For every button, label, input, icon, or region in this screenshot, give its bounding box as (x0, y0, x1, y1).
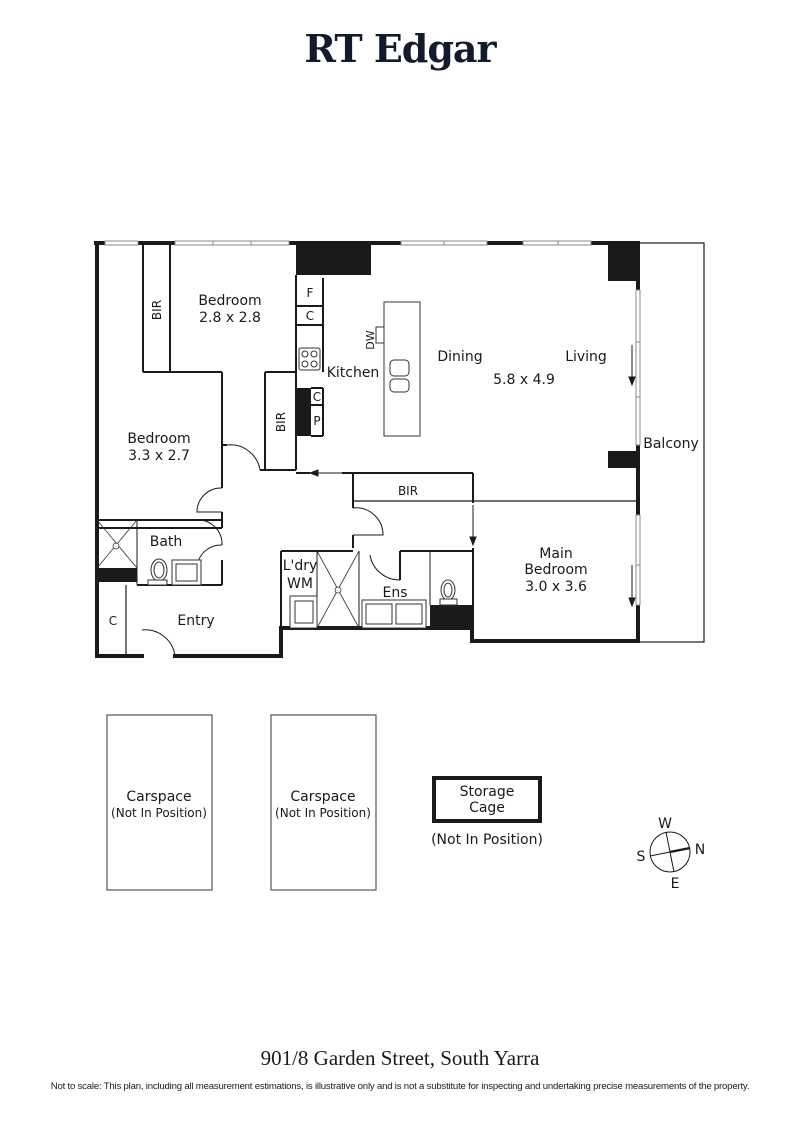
vanity-ensuite (361, 599, 427, 629)
cooktop-icon (298, 347, 321, 371)
label-pantry: P (313, 414, 320, 428)
interior-walls (97, 245, 638, 656)
size-bedroom-2: 2.8 x 2.8 (199, 310, 261, 326)
label-main-bedroom-line2: Bedroom (524, 562, 587, 578)
storage-note: (Not In Position) (431, 832, 543, 848)
label-main-bedroom-line1: Main (539, 546, 572, 562)
toilet-icon (147, 558, 168, 586)
label-balcony: Balcony (643, 436, 699, 452)
size-bedroom-3: 3.3 x 2.7 (128, 448, 190, 464)
compass-icon: W N E S (637, 816, 706, 892)
label-ensuite: Ens (382, 585, 407, 601)
washing-machine-icon (289, 595, 318, 629)
label-living: Living (565, 349, 607, 365)
compass-east: E (671, 876, 680, 892)
toilet-ensuite-icon (439, 579, 458, 606)
compass-north: N (695, 842, 705, 858)
fixture-labels: BIR BIR BIR F C C P DW C (109, 286, 418, 628)
vanity-bath (171, 559, 202, 586)
carspace-1-label: Carspace (126, 789, 191, 805)
storage-label-line1: Storage (460, 784, 515, 800)
sliding-arrows (308, 345, 636, 608)
label-dining: Dining (437, 349, 482, 365)
label-dishwasher: DW (364, 330, 377, 349)
size-living-dining: 5.8 x 4.9 (493, 372, 555, 388)
label-bedroom-2: Bedroom (198, 293, 261, 309)
room-labels: Bedroom 2.8 x 2.8 Bedroom 3.3 x 2.7 Kitc… (127, 293, 698, 629)
compass-south: S (637, 849, 646, 865)
label-cupboard-bottom: C (313, 390, 321, 404)
label-laundry: L'dry (283, 558, 318, 574)
label-bir-bedroom-3: BIR (274, 412, 288, 432)
carspace-2: Carspace (Not In Position) (270, 714, 377, 891)
carspace-1-note: (Not In Position) (111, 806, 207, 820)
property-address: 901/8 Garden Street, South Yarra (260, 1046, 540, 1070)
storage-cage: Storage Cage (Not In Position) (431, 776, 543, 848)
carspace-2-label: Carspace (290, 789, 355, 805)
label-entry-cupboard: C (109, 614, 117, 628)
windows (104, 240, 641, 606)
label-entry: Entry (177, 613, 214, 629)
shower-bath (96, 519, 138, 569)
label-bath: Bath (150, 534, 183, 550)
label-kitchen: Kitchen (327, 365, 380, 381)
label-cupboard-top: C (306, 309, 314, 323)
disclaimer-text: Not to scale: This plan, including all m… (50, 1081, 750, 1092)
carspace-2-note: (Not In Position) (275, 806, 371, 820)
door-swings (141, 444, 401, 657)
brand-logo: RT Edgar (304, 26, 496, 71)
carspace-1: Carspace (Not In Position) (106, 714, 213, 891)
shower-ensuite (316, 550, 360, 629)
size-main-bedroom: 3.0 x 3.6 (525, 579, 587, 595)
kitchen-island (375, 301, 421, 437)
label-bedroom-3: Bedroom (127, 431, 190, 447)
storage-label-line2: Cage (469, 800, 505, 816)
label-bir-main: BIR (398, 484, 418, 498)
compass-west: W (658, 816, 672, 832)
label-washing-machine: WM (287, 576, 313, 592)
structural-columns (97, 243, 638, 628)
label-bir-bedroom-2: BIR (150, 300, 164, 320)
label-fridge: F (307, 286, 314, 300)
